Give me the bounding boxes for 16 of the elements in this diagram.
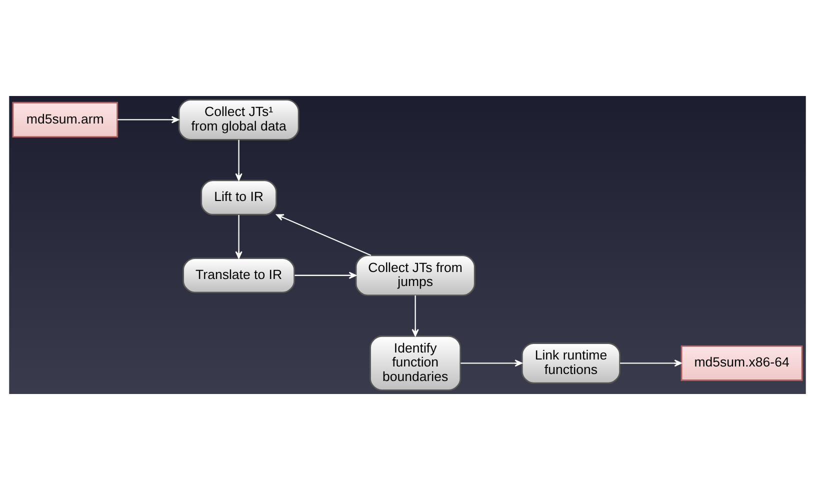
node-box: Lift to IR — [200, 180, 277, 216]
node-box: Link runtime functions — [521, 342, 621, 384]
arrow — [460, 360, 522, 367]
arrow — [117, 116, 180, 124]
node-box: Identify function boundaries — [370, 335, 462, 391]
arrow — [294, 272, 356, 279]
arrow — [235, 140, 242, 181]
arrow — [235, 214, 242, 259]
arrow — [276, 214, 372, 256]
arrow — [620, 360, 682, 367]
arrow — [412, 295, 419, 337]
node-box: Translate to IR — [182, 258, 296, 294]
node-box: Collect JTs from jumps — [355, 254, 476, 296]
node-box: md5sum.x86-64 — [680, 345, 803, 381]
node-box: md5sum.arm — [12, 102, 118, 138]
node-box: Collect JTs¹ from global data — [178, 99, 300, 140]
